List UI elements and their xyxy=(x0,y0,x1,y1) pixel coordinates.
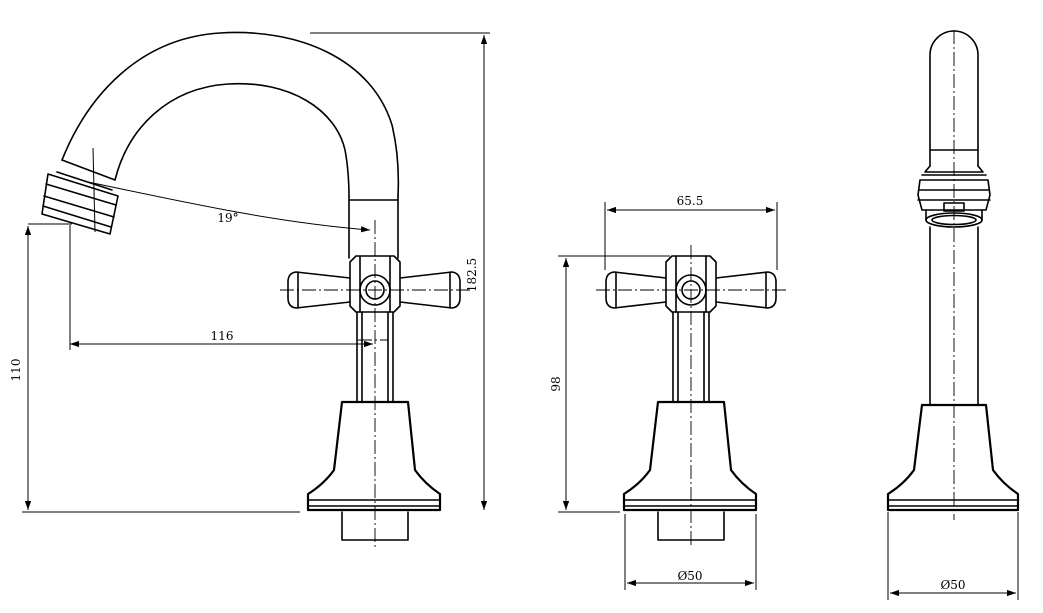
spout-inner-curve xyxy=(114,82,350,197)
dim-65-5-label: 65.5 xyxy=(677,194,704,208)
base-flange xyxy=(306,400,442,512)
dim-98-label: 98 xyxy=(549,376,563,391)
side-view: 110 116 182.5 19° xyxy=(9,31,490,548)
right-base xyxy=(886,403,1020,512)
spout-outer-curve xyxy=(61,31,400,197)
aerator xyxy=(41,173,119,235)
side-view-right: Ø50 xyxy=(886,30,1020,600)
front-base xyxy=(622,400,758,512)
front-handle-collar xyxy=(665,255,717,313)
dim-110-label: 110 xyxy=(9,359,23,382)
right-aerator xyxy=(917,179,991,211)
dim-116-label: 116 xyxy=(211,329,234,343)
front-view: 65.5 98 Ø50 xyxy=(549,194,786,590)
stem xyxy=(361,311,389,403)
dim-182-5-label: 182.5 xyxy=(465,258,479,292)
dim-front-diameter-label: Ø50 xyxy=(677,569,702,583)
dim-angle-label: 19° xyxy=(217,211,238,225)
dim-side-diameter-label: Ø50 xyxy=(940,578,965,592)
handle-collar xyxy=(349,255,401,313)
